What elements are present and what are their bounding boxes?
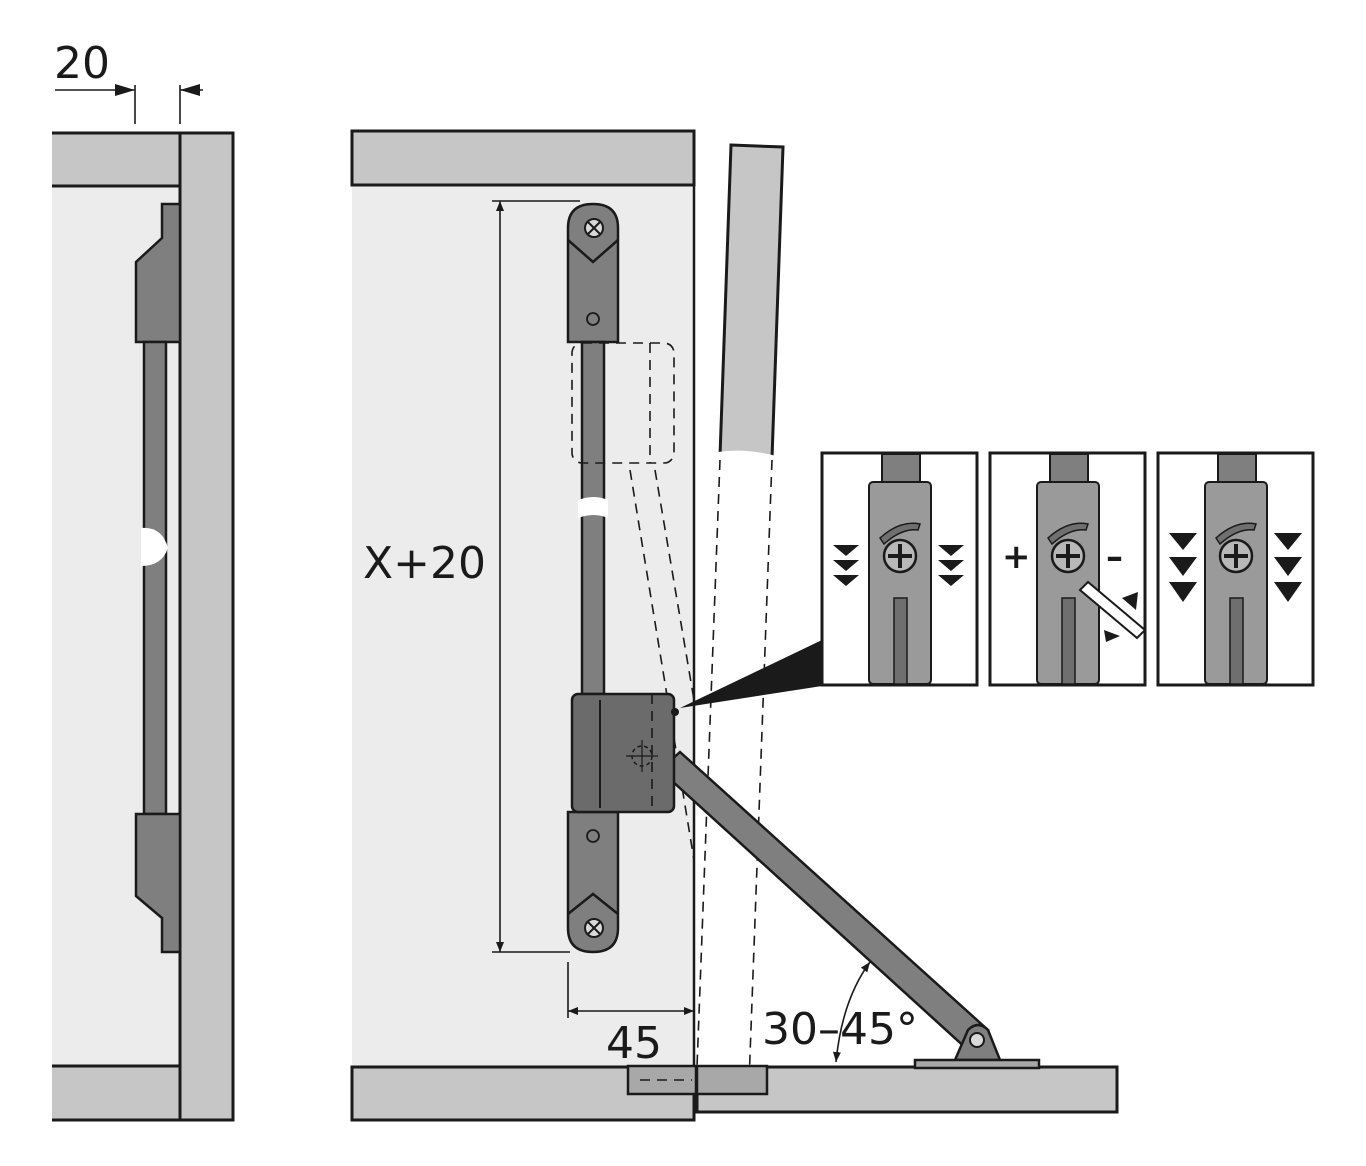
adjustment-screw-icon bbox=[671, 708, 679, 716]
depth-dimension-label: 45 bbox=[606, 1018, 662, 1069]
flap-door-outline-right bbox=[747, 459, 773, 1111]
flap-door bbox=[696, 143, 785, 1111]
angle-dimension-label: 30–45° bbox=[762, 1004, 918, 1055]
lower-mount-bracket bbox=[566, 810, 620, 954]
side-view-cabinet bbox=[52, 131, 235, 1122]
height-dimension: X+20 bbox=[363, 200, 580, 953]
offset-dimension: 20 bbox=[54, 38, 203, 124]
tension-high-left-icon bbox=[1169, 533, 1197, 602]
stay-housing bbox=[570, 692, 676, 814]
increase-tension-label: + bbox=[1002, 537, 1031, 577]
side-view-bottom-panel bbox=[52, 1066, 180, 1120]
adjustment-detail-adjust: + – bbox=[988, 451, 1147, 687]
tension-low-right-icon bbox=[938, 545, 964, 586]
base-shelf-plate bbox=[695, 1064, 769, 1096]
front-view-cabinet bbox=[350, 129, 696, 1122]
rotation-arrow-icon bbox=[1104, 592, 1138, 642]
adjustment-detail-high bbox=[1156, 451, 1315, 687]
offset-dimension-label: 20 bbox=[54, 38, 110, 89]
depth-dimension: 45 bbox=[567, 962, 694, 1069]
base-shelf bbox=[626, 1064, 1119, 1114]
angle-dimension: 30–45° bbox=[762, 961, 918, 1063]
flap-door-outline-left bbox=[696, 459, 721, 1068]
side-view-upper-bracket bbox=[134, 202, 182, 344]
upper-pin-icon bbox=[586, 312, 600, 326]
side-view-rod bbox=[142, 340, 168, 816]
detail-callout-pointer bbox=[680, 640, 822, 708]
stay-travel-outline bbox=[571, 342, 675, 464]
screwdriver-icon bbox=[1078, 580, 1147, 640]
upper-mount-bracket bbox=[566, 202, 620, 344]
front-view-top-panel bbox=[350, 129, 696, 187]
side-view-side-panel bbox=[178, 131, 235, 1122]
adjustment-detail-low bbox=[820, 451, 979, 687]
height-dimension-label: X+20 bbox=[363, 538, 486, 589]
flap-fitting-plate bbox=[913, 1058, 1041, 1070]
tension-low-left-icon bbox=[833, 545, 859, 586]
side-view-lower-bracket bbox=[134, 812, 182, 954]
lift-stay bbox=[566, 202, 1041, 1070]
lower-pin-icon bbox=[586, 829, 600, 843]
stay-rod bbox=[580, 340, 606, 696]
side-view-top-panel bbox=[52, 133, 180, 186]
decrease-tension-label: – bbox=[1106, 537, 1123, 577]
tension-high-right-icon bbox=[1274, 533, 1302, 602]
